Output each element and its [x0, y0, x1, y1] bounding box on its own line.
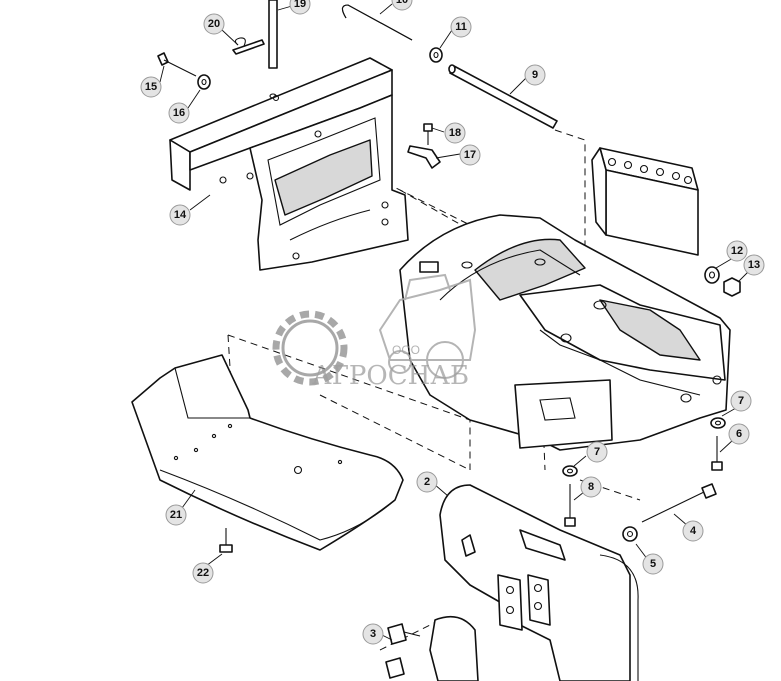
- part-20-pin: [232, 37, 265, 55]
- svg-text:18: 18: [449, 127, 461, 139]
- callout-3: 3: [362, 623, 384, 645]
- callout-8: 8: [580, 476, 602, 498]
- svg-text:20: 20: [208, 18, 220, 30]
- callout-19: 19: [289, 0, 311, 15]
- part-9-rod: [448, 64, 558, 129]
- watermark-name: АГРОСНАБ: [312, 361, 469, 391]
- callout-markers: 20 19 10 11 9 15 16 18 17 14 12 13 7 6 7…: [140, 0, 765, 645]
- callout-21: 21: [165, 504, 187, 526]
- part-7-washer-lower: [562, 465, 578, 477]
- svg-text:22: 22: [197, 567, 209, 579]
- callout-9: 9: [524, 64, 546, 86]
- svg-text:11: 11: [455, 21, 467, 33]
- svg-text:6: 6: [736, 428, 742, 440]
- callout-15: 15: [140, 76, 162, 98]
- part-6-bolt: [711, 436, 723, 471]
- part-7-washer-upper: [710, 417, 726, 429]
- svg-text:14: 14: [174, 209, 187, 221]
- svg-text:5: 5: [650, 558, 656, 570]
- callout-13: 13: [743, 254, 765, 276]
- battery: [591, 147, 699, 256]
- callout-10: 10: [391, 0, 413, 11]
- svg-text:9: 9: [532, 69, 538, 81]
- part-18-screw: [423, 123, 433, 145]
- svg-text:13: 13: [748, 259, 760, 271]
- part-15-bolt: [157, 52, 197, 77]
- callout-14: 14: [169, 204, 191, 226]
- watermark-prefix: ООО: [392, 343, 420, 357]
- callout-20: 20: [203, 13, 225, 35]
- callout-4: 4: [682, 520, 704, 542]
- part-4-long-bolt: [641, 483, 717, 523]
- callout-7-lower: 7: [586, 441, 608, 463]
- part-19-rod: [268, 0, 278, 99]
- svg-text:15: 15: [145, 81, 157, 93]
- svg-text:16: 16: [173, 107, 185, 119]
- callout-2: 2: [416, 471, 438, 493]
- part-3-bolts: [385, 623, 421, 679]
- callout-12: 12: [726, 240, 748, 262]
- svg-text:2: 2: [424, 476, 430, 488]
- svg-text:12: 12: [731, 245, 743, 257]
- callout-7-upper: 7: [730, 390, 752, 412]
- svg-text:4: 4: [690, 525, 697, 537]
- part-10-hook-rod: [341, 4, 413, 41]
- watermark-logo: ООО АГРОСНАБ: [272, 273, 477, 391]
- svg-text:17: 17: [464, 149, 476, 161]
- part-11-washer: [429, 47, 443, 63]
- harvester-icon: [378, 273, 477, 379]
- svg-text:21: 21: [170, 509, 182, 521]
- svg-text:7: 7: [594, 446, 600, 458]
- svg-text:10: 10: [396, 0, 408, 6]
- svg-text:7: 7: [738, 395, 744, 407]
- callout-6: 6: [728, 423, 750, 445]
- part-5-washer: [622, 526, 638, 542]
- gear-icon: [272, 310, 348, 386]
- part-21-skid-plate: [131, 354, 404, 551]
- part-17-clip: [407, 145, 441, 169]
- part-12-washer: [704, 266, 720, 284]
- part-2-front-weight: [429, 484, 639, 681]
- svg-text:8: 8: [588, 481, 594, 493]
- part-22-bolt: [219, 528, 233, 553]
- part-14-front-support: [169, 57, 409, 271]
- part-8-bolt: [564, 484, 576, 527]
- callout-17: 17: [459, 144, 481, 166]
- part-13-nut: [723, 277, 741, 297]
- callout-11: 11: [450, 16, 472, 38]
- svg-text:19: 19: [294, 0, 306, 10]
- part-16-washer: [197, 74, 211, 90]
- main-frame-tray: [399, 214, 731, 451]
- callout-16: 16: [168, 102, 190, 124]
- svg-text:3: 3: [370, 628, 376, 640]
- callout-18: 18: [444, 122, 466, 144]
- callout-5: 5: [642, 553, 664, 575]
- callout-22: 22: [192, 562, 214, 584]
